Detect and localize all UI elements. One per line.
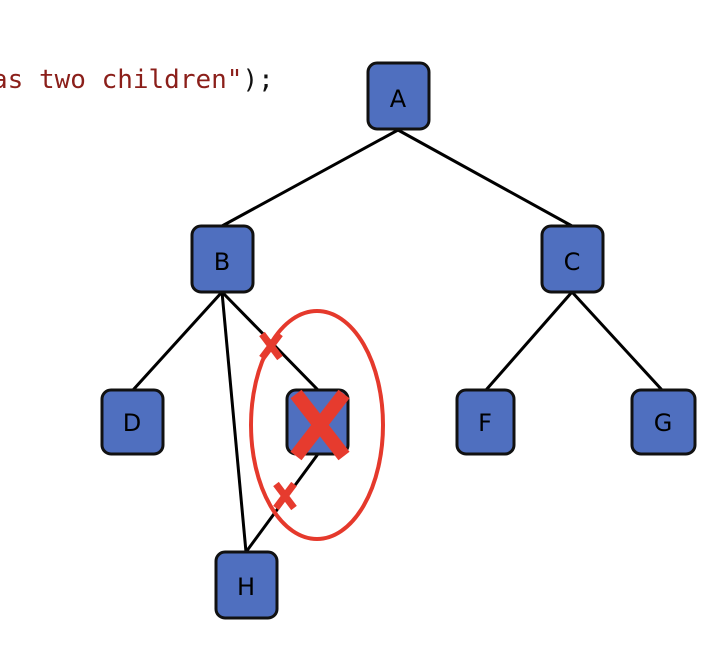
node-a-label: A bbox=[390, 85, 407, 113]
node-h: H bbox=[214, 550, 279, 620]
node-d-label: D bbox=[123, 409, 141, 437]
delete-node-x-icon bbox=[290, 389, 350, 461]
edge-b-h bbox=[220, 291, 248, 553]
edge-a-b bbox=[221, 128, 399, 228]
node-g-label: G bbox=[654, 409, 673, 437]
node-b: B bbox=[190, 224, 255, 294]
edge-c-f bbox=[484, 291, 574, 391]
cut-edge-x-icon-upper bbox=[259, 331, 283, 361]
node-f: F bbox=[455, 388, 516, 456]
node-h-label: H bbox=[237, 573, 255, 601]
edge-c-g bbox=[570, 290, 664, 392]
edge-b-d bbox=[131, 290, 224, 392]
edges bbox=[131, 128, 664, 553]
code-punctuation: ); bbox=[242, 65, 274, 95]
node-g: G bbox=[630, 388, 697, 456]
highlight-ellipse bbox=[249, 309, 385, 541]
code-string: as two children" bbox=[0, 65, 243, 95]
node-f-label: F bbox=[478, 409, 492, 437]
edge-a-c bbox=[397, 128, 573, 228]
code-snippet: as two children"); bbox=[0, 58, 274, 102]
cut-edge-x-icon-lower bbox=[273, 481, 297, 511]
node-b-label: B bbox=[214, 248, 230, 276]
node-d: D bbox=[100, 388, 165, 456]
node-c-label: C bbox=[564, 248, 581, 276]
node-a: A bbox=[366, 61, 431, 131]
node-c: C bbox=[540, 224, 605, 294]
